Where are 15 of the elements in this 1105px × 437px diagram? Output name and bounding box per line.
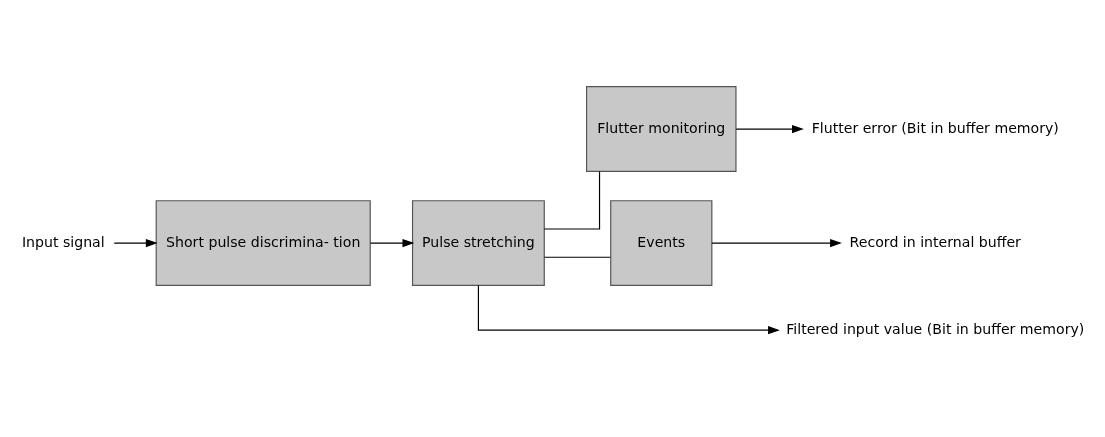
node-box: Pulse stretching	[411, 199, 545, 286]
connector	[543, 170, 601, 230]
arrow	[735, 124, 804, 133]
arrow	[113, 238, 158, 247]
node-text: Filtered input value (Bit in buffer memory)	[786, 320, 1085, 337]
node-text: Flutter error (Bit in buffer memory)	[811, 119, 1059, 136]
node-box: Events	[610, 199, 713, 286]
connector	[543, 256, 611, 258]
node-text: Input signal	[21, 233, 105, 250]
arrow	[477, 284, 780, 334]
node-text: Record in internal buffer	[849, 233, 1021, 250]
arrow	[711, 238, 842, 247]
node-box: Short pulse discrimina- tion	[155, 199, 371, 286]
arrow	[369, 238, 415, 247]
node-box: Flutter monitoring	[586, 85, 737, 172]
